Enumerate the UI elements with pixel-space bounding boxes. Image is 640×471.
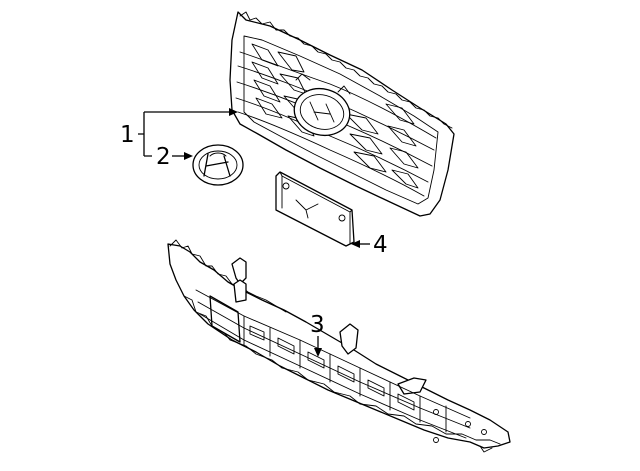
callout-4: 4 <box>351 232 388 258</box>
bracket <box>275 171 355 247</box>
callout-1: 1 <box>120 108 238 157</box>
callout-4-label: 4 <box>373 232 388 258</box>
callout-2: 2 <box>156 144 193 170</box>
callout-2-label: 2 <box>156 144 171 170</box>
lower-grille <box>167 239 511 453</box>
callout-1-label: 1 <box>120 122 135 148</box>
emblem <box>192 144 244 186</box>
callout-3-label: 3 <box>310 312 325 338</box>
grille-assembly <box>229 11 455 217</box>
callout-3: 3 <box>310 312 325 357</box>
